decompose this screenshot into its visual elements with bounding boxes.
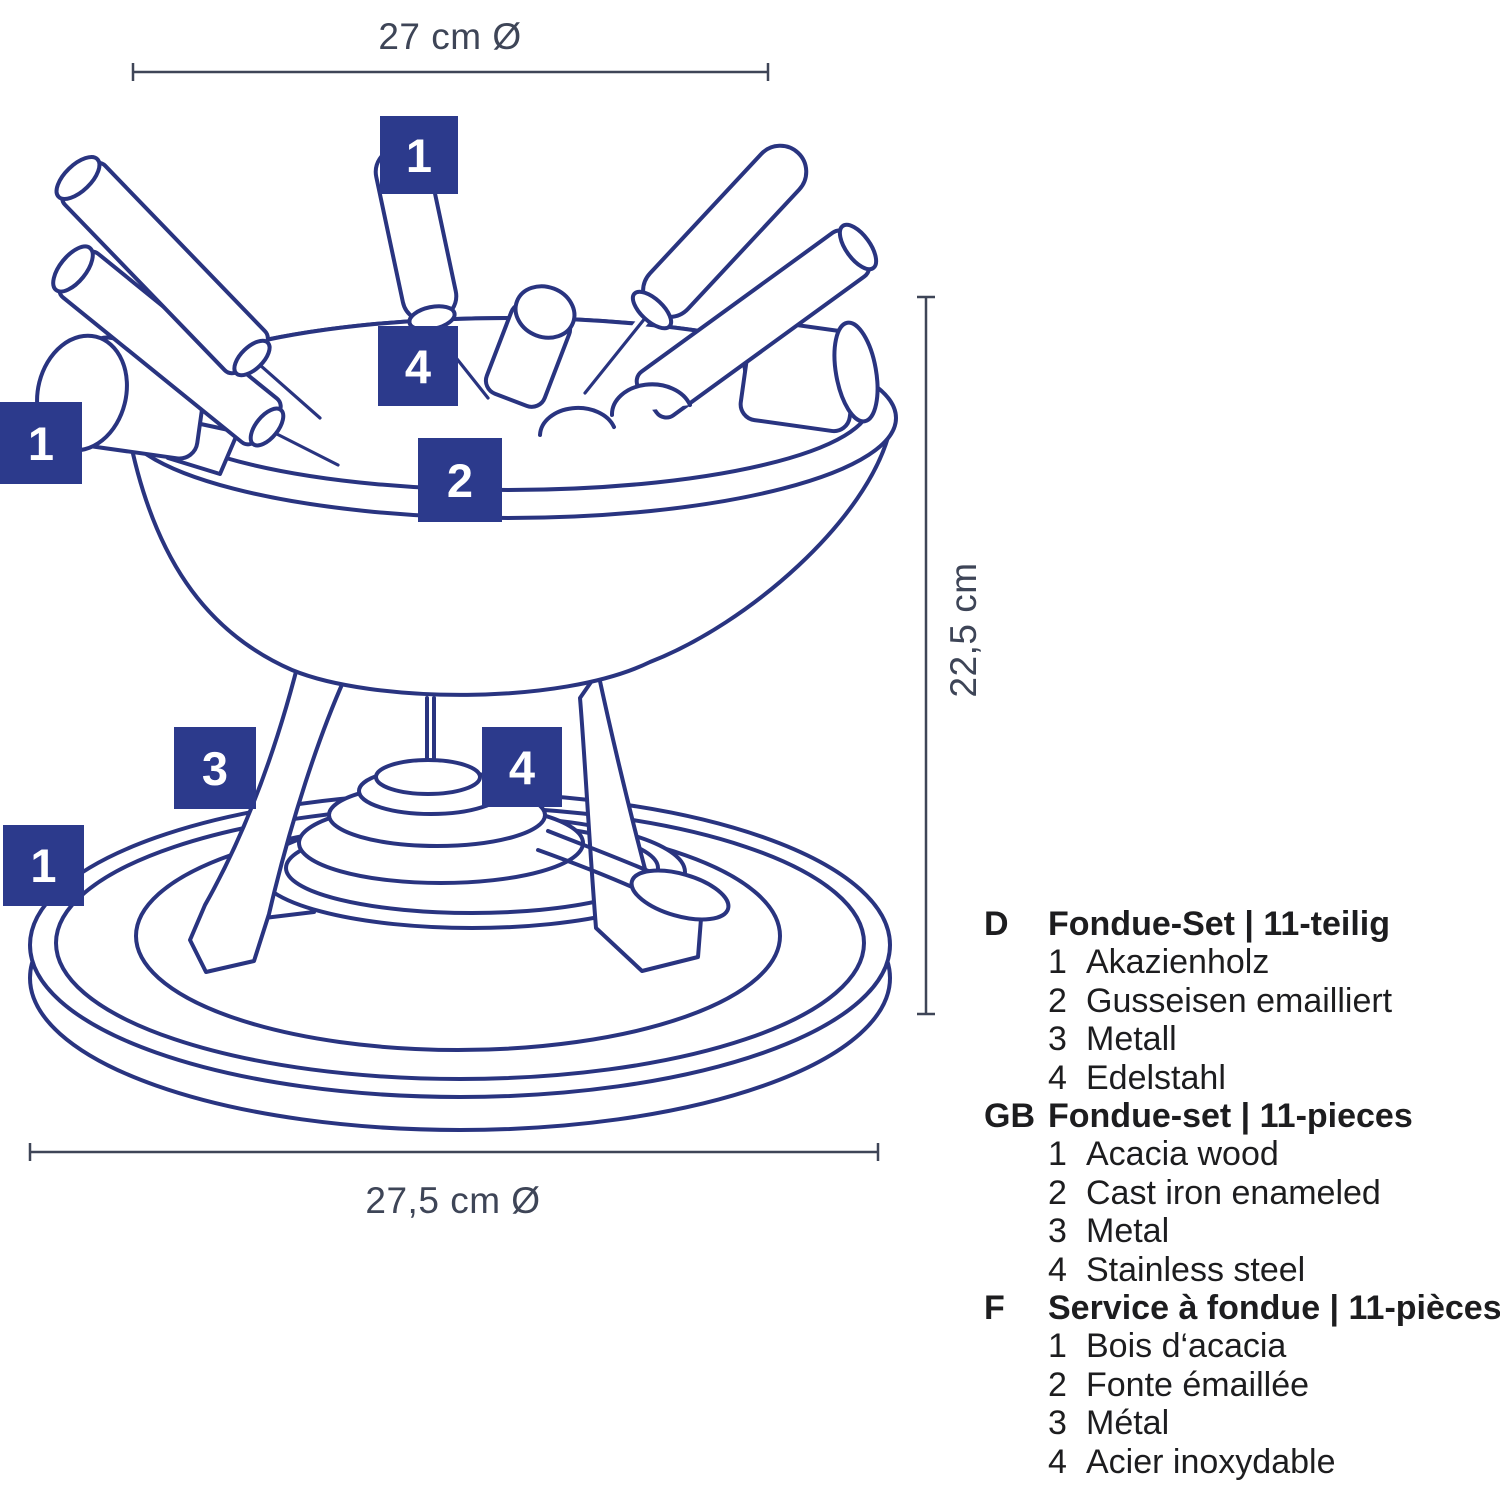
- legend-item-number: 1: [1048, 943, 1067, 982]
- legend-item: 1 Akazienholz: [984, 943, 1500, 981]
- dimension-label-top-diameter: 27 cm Ø: [378, 16, 522, 57]
- legend-item: 2 Fonte émaillée: [1048, 1365, 1310, 1404]
- dimension-line-right: [917, 295, 935, 1016]
- legend-item: 3 Metal: [1048, 1212, 1170, 1251]
- legend-item: 4 Acier inoxydable: [1048, 1442, 1336, 1481]
- legend-title: Fondue-Set | 11-teilig: [1048, 905, 1390, 943]
- part-marker-plate: 1: [3, 825, 84, 906]
- stand-leg-left: [188, 646, 346, 974]
- legend-item: 1 Acacia wood: [1048, 1135, 1279, 1174]
- legend-item: 3 Métal: [1048, 1404, 1170, 1443]
- legend-section-title: D Fondue-Set | 11-teilig: [984, 905, 1500, 943]
- legend-item-label: Akazienholz: [1086, 943, 1270, 982]
- dimension-line-top: [131, 63, 770, 81]
- rim-notch-right: [609, 382, 692, 417]
- fork-handle-2: [51, 244, 286, 448]
- fork-handle-5: [630, 143, 809, 331]
- language-code: F: [984, 1289, 1005, 1328]
- legend-item: 1 Bois d‘acacia: [1048, 1327, 1287, 1366]
- part-marker-pot: 2: [418, 438, 502, 522]
- burner-lever: [536, 829, 731, 922]
- legend-item: 4 Edelstahl: [1048, 1058, 1226, 1097]
- legend-item: 4 Stainless steel: [1048, 1250, 1306, 1289]
- rim-notch-left: [538, 405, 616, 437]
- part-marker-fork-steel: 4: [378, 326, 458, 406]
- part-marker-stand: 3: [174, 727, 256, 809]
- parts-legend: D Fondue-Set | 11-teilig 1 Akazienholz 2…: [984, 905, 1500, 1481]
- legend-item: 2 Gusseisen emailliert: [1048, 981, 1393, 1020]
- dimension-lines: [28, 63, 935, 1161]
- part-marker-burner: 4: [482, 727, 562, 807]
- language-code: D: [984, 905, 1009, 943]
- dimension-line-bottom: [28, 1143, 880, 1161]
- legend-item: 2 Cast iron enameled: [1048, 1173, 1381, 1212]
- legend-section-title: F Service à fondue | 11-pièces: [984, 1289, 1500, 1327]
- pot-handle-right: [738, 318, 880, 434]
- legend-title: Fondue-set | 11-pieces: [1048, 1097, 1413, 1136]
- fork-handle-4: [483, 284, 577, 409]
- language-code: GB: [984, 1097, 1035, 1136]
- part-marker-fork-handle: 1: [380, 116, 458, 194]
- legend-item: 3 Metall: [1048, 1020, 1177, 1059]
- dimension-label-bottom-diameter: 27,5 cm Ø: [365, 1180, 541, 1221]
- legend-title: Service à fondue | 11-pièces: [1048, 1289, 1500, 1328]
- burner: [297, 758, 585, 885]
- part-marker-side-handle: 1: [0, 402, 82, 484]
- legend-section-title: GB Fondue-set | 11-pieces: [984, 1097, 1500, 1135]
- dimension-label-height: 22,5 cm: [943, 562, 984, 698]
- fork-handle-1: [54, 155, 272, 378]
